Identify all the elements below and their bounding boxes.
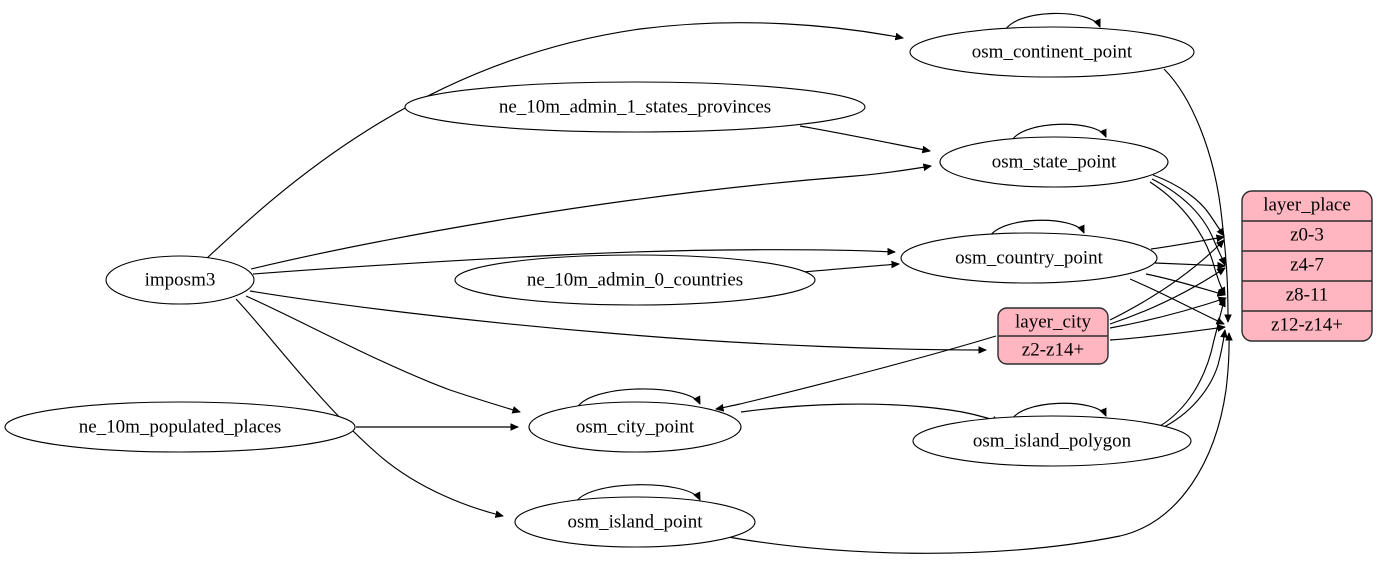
edge-osm-continent-point-layer-place-z12 (1163, 68, 1228, 322)
edge-osm-island-polygon-layer-place-z8 (1159, 299, 1226, 427)
node-osm-island-point[interactable]: osm_island_point (514, 496, 756, 548)
node-label-osm-state-point: osm_state_point (992, 151, 1117, 172)
node-label-imposm3: imposm3 (145, 269, 216, 290)
node-label-osm-country-point: osm_country_point (955, 247, 1103, 268)
node-osm-continent-point[interactable]: osm_continent_point (909, 26, 1195, 78)
edge-layer-city-osm-city-point (716, 335, 997, 409)
edge-ne-states-osm-state-point (799, 125, 930, 151)
edge-imposm3-osm-island-point (235, 298, 503, 516)
node-ne-10m-admin-0-countries[interactable]: ne_10m_admin_0_countries (454, 254, 816, 306)
node-label-ne-populated: ne_10m_populated_places (79, 416, 282, 437)
edge-layer-city-layer-place-z8 (1109, 298, 1226, 329)
edge-osm-state-point-layer-place-z4 (1151, 178, 1226, 265)
edge-osm-country-point-layer-place-z8 (1145, 273, 1225, 295)
node-label-ne-countries: ne_10m_admin_0_countries (527, 269, 743, 290)
edge-self-loop-osm-island-point (574, 484, 701, 505)
edge-imposm3-osm-island-polygon (740, 403, 1000, 422)
record-row-layer-city-0[interactable]: z2-z14+ (1022, 339, 1084, 360)
edge-layer-city-layer-place-z12 (1109, 327, 1225, 341)
record-row-layer-place-2[interactable]: z8-11 (1286, 284, 1329, 305)
edge-imposm3-osm-state-point (250, 166, 931, 270)
node-ne-10m-populated-places[interactable]: ne_10m_populated_places (4, 401, 356, 453)
edge-self-loop-osm-country-point (987, 219, 1085, 241)
node-label-osm-city-point: osm_city_point (576, 416, 695, 437)
node-label-osm-island-point: osm_island_point (567, 511, 703, 532)
node-label-osm-island-polygon: osm_island_polygon (973, 430, 1132, 451)
record-row-layer-place-1[interactable]: z4-7 (1290, 254, 1324, 275)
record-row-layer-place-3[interactable]: z12-z14+ (1271, 314, 1343, 335)
edge-osm-country-point-layer-place-z0 (1150, 237, 1224, 250)
edge-self-loop-osm-island-polygon (1009, 402, 1107, 424)
node-osm-island-polygon[interactable]: osm_island_polygon (912, 415, 1192, 467)
edge-osm-country-point-layer-place-z12 (1129, 278, 1224, 325)
edge-imposm3-osm-city-point (245, 295, 520, 412)
node-imposm3[interactable]: imposm3 (105, 255, 255, 305)
edge-layer-city-layer-place-z0 (1109, 240, 1224, 321)
node-label-osm-continent-point: osm_continent_point (972, 41, 1133, 62)
edge-layer-city-layer-place-z4 (1109, 268, 1225, 325)
edge-osm-country-point-layer-place-z4 (1154, 263, 1225, 266)
node-osm-city-point[interactable]: osm_city_point (528, 401, 742, 453)
node-label-ne-states: ne_10m_admin_1_states_provinces (499, 96, 771, 117)
edge-osm-island-point-layer-place-z12 (722, 333, 1229, 554)
node-layer: imposm3 ne_10m_admin_1_states_provinces … (4, 26, 1373, 548)
edge-ne-countries-osm-country-point (801, 264, 899, 273)
edge-layer (205, 12, 1229, 554)
edge-self-loop-osm-city-point (575, 388, 701, 411)
node-osm-state-point[interactable]: osm_state_point (939, 136, 1169, 188)
record-title-layer-place: layer_place (1263, 194, 1351, 215)
edge-osm-state-point-layer-place-z0 (1152, 174, 1224, 236)
edge-self-loop-osm-continent-point (1003, 12, 1100, 34)
node-osm-country-point[interactable]: osm_country_point (900, 232, 1158, 284)
edge-imposm3-layer-city (249, 290, 986, 350)
edge-imposm3-osm-continent-point (205, 22, 903, 260)
edge-self-loop-osm-state-point (1009, 123, 1107, 145)
record-title-layer-city: layer_city (1015, 311, 1091, 332)
edge-imposm3-osm-country-point (252, 250, 895, 275)
edge-osm-state-point-layer-place-z8 (1149, 181, 1226, 295)
edge-osm-island-polygon-layer-place-z12 (1161, 330, 1225, 429)
record-layer-place[interactable]: layer_place z0-3 z4-7 z8-11 z12-z14+ (1241, 190, 1373, 342)
record-row-layer-place-0[interactable]: z0-3 (1290, 224, 1324, 245)
record-layer-city[interactable]: layer_city z2-z14+ (997, 307, 1109, 365)
node-ne-10m-admin-1-states-provinces[interactable]: ne_10m_admin_1_states_provinces (404, 81, 866, 133)
